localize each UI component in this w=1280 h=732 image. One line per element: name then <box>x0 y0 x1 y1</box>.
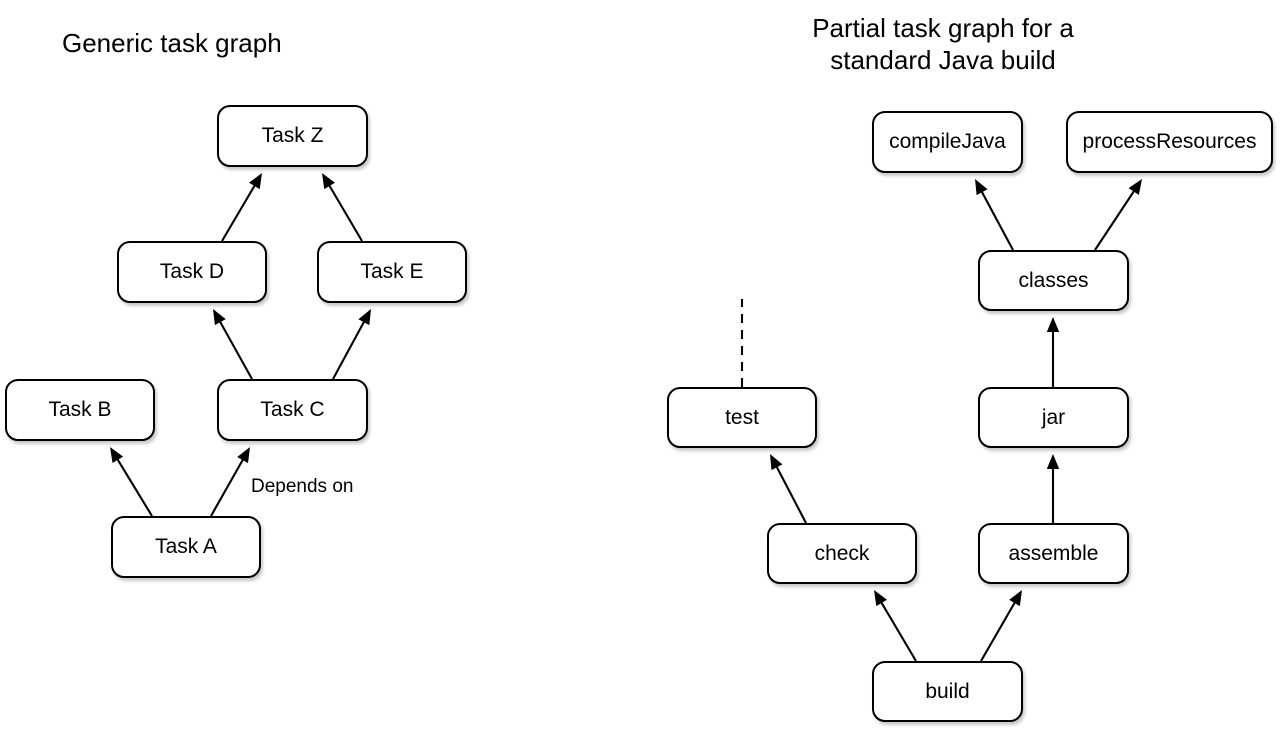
edge-task-c-to-task-e <box>332 309 371 380</box>
edge-assemble-to-jar <box>1046 454 1060 523</box>
task-node-test[interactable]: test <box>667 387 817 448</box>
task-node-build[interactable]: build <box>872 661 1023 722</box>
edge-line <box>332 319 367 380</box>
edge-line <box>327 183 363 242</box>
task-node-check[interactable]: check <box>767 523 917 584</box>
edge-task-a-to-task-b <box>110 447 153 517</box>
task-node-label: Task E <box>360 260 424 283</box>
task-node-label: test <box>725 405 759 429</box>
task-node-task-c[interactable]: Task C <box>217 379 368 441</box>
edge-line <box>218 319 253 380</box>
java-build-task-graph-title: Partial task graph for a standard Java b… <box>812 13 1074 75</box>
arrow-head-icon <box>1009 590 1022 607</box>
edge-line <box>980 600 1017 662</box>
edge-line <box>115 456 153 517</box>
arrow-head-icon <box>1128 179 1142 195</box>
arrow-head-icon <box>322 173 335 190</box>
task-node-label: assemble <box>1008 541 1099 565</box>
arrow-head-icon <box>249 173 262 190</box>
task-node-label: Task B <box>48 398 112 421</box>
edge-task-c-to-task-d <box>213 309 253 380</box>
generic-task-graph-title: Generic task graph <box>62 28 282 58</box>
edge-task-a-to-task-c <box>210 447 250 517</box>
task-node-jar[interactable]: jar <box>978 387 1129 448</box>
arrow-head-icon <box>358 309 371 326</box>
edge-check-to-test <box>770 454 807 524</box>
task-node-task-d[interactable]: Task D <box>117 241 267 303</box>
task-node-process-resources[interactable]: processResources <box>1066 111 1273 173</box>
task-node-label: Task D <box>159 260 225 283</box>
task-node-label: build <box>925 679 970 703</box>
edge-label-depends-on: Depends on <box>251 476 354 497</box>
edge-line <box>774 464 807 524</box>
task-node-classes[interactable]: classes <box>978 250 1129 311</box>
task-node-task-e[interactable]: Task E <box>317 241 467 303</box>
task-node-label: Task A <box>155 535 217 558</box>
edge-line <box>979 189 1014 251</box>
task-node-task-z[interactable]: Task Z <box>217 105 368 167</box>
task-node-label: jar <box>1041 405 1066 429</box>
task-node-label: classes <box>1018 268 1089 292</box>
task-node-label: Task C <box>260 398 325 421</box>
task-node-compile-java[interactable]: compileJava <box>872 111 1023 173</box>
edge-classes-to-compile-java <box>975 179 1014 251</box>
task-node-task-a[interactable]: Task A <box>111 516 261 578</box>
task-node-assemble[interactable]: assemble <box>978 523 1129 584</box>
edge-classes-to-process-resources <box>1094 179 1142 251</box>
task-node-label: Task Z <box>261 124 324 147</box>
arrow-head-icon <box>975 179 988 196</box>
task-node-label: processResources <box>1082 130 1257 153</box>
task-node-label: check <box>814 541 870 565</box>
arrow-head-icon <box>1046 317 1060 332</box>
task-node-task-b[interactable]: Task B <box>5 379 155 441</box>
edge-line <box>1094 188 1137 251</box>
edge-build-to-assemble <box>980 590 1022 662</box>
arrow-head-icon <box>110 447 124 464</box>
task-node-label: compileJava <box>889 130 1006 153</box>
edge-jar-to-classes <box>1046 317 1060 387</box>
arrow-head-icon <box>237 447 250 464</box>
arrow-head-icon <box>1046 454 1060 469</box>
edge-line <box>210 457 245 517</box>
arrow-head-icon <box>874 590 887 607</box>
edge-line <box>221 183 257 242</box>
edge-task-e-to-task-z <box>322 173 363 242</box>
arrow-head-icon <box>213 309 226 326</box>
edge-line <box>879 600 917 662</box>
edge-task-d-to-task-z <box>221 173 262 242</box>
edge-build-to-check <box>874 590 917 662</box>
arrow-head-icon <box>770 454 783 471</box>
